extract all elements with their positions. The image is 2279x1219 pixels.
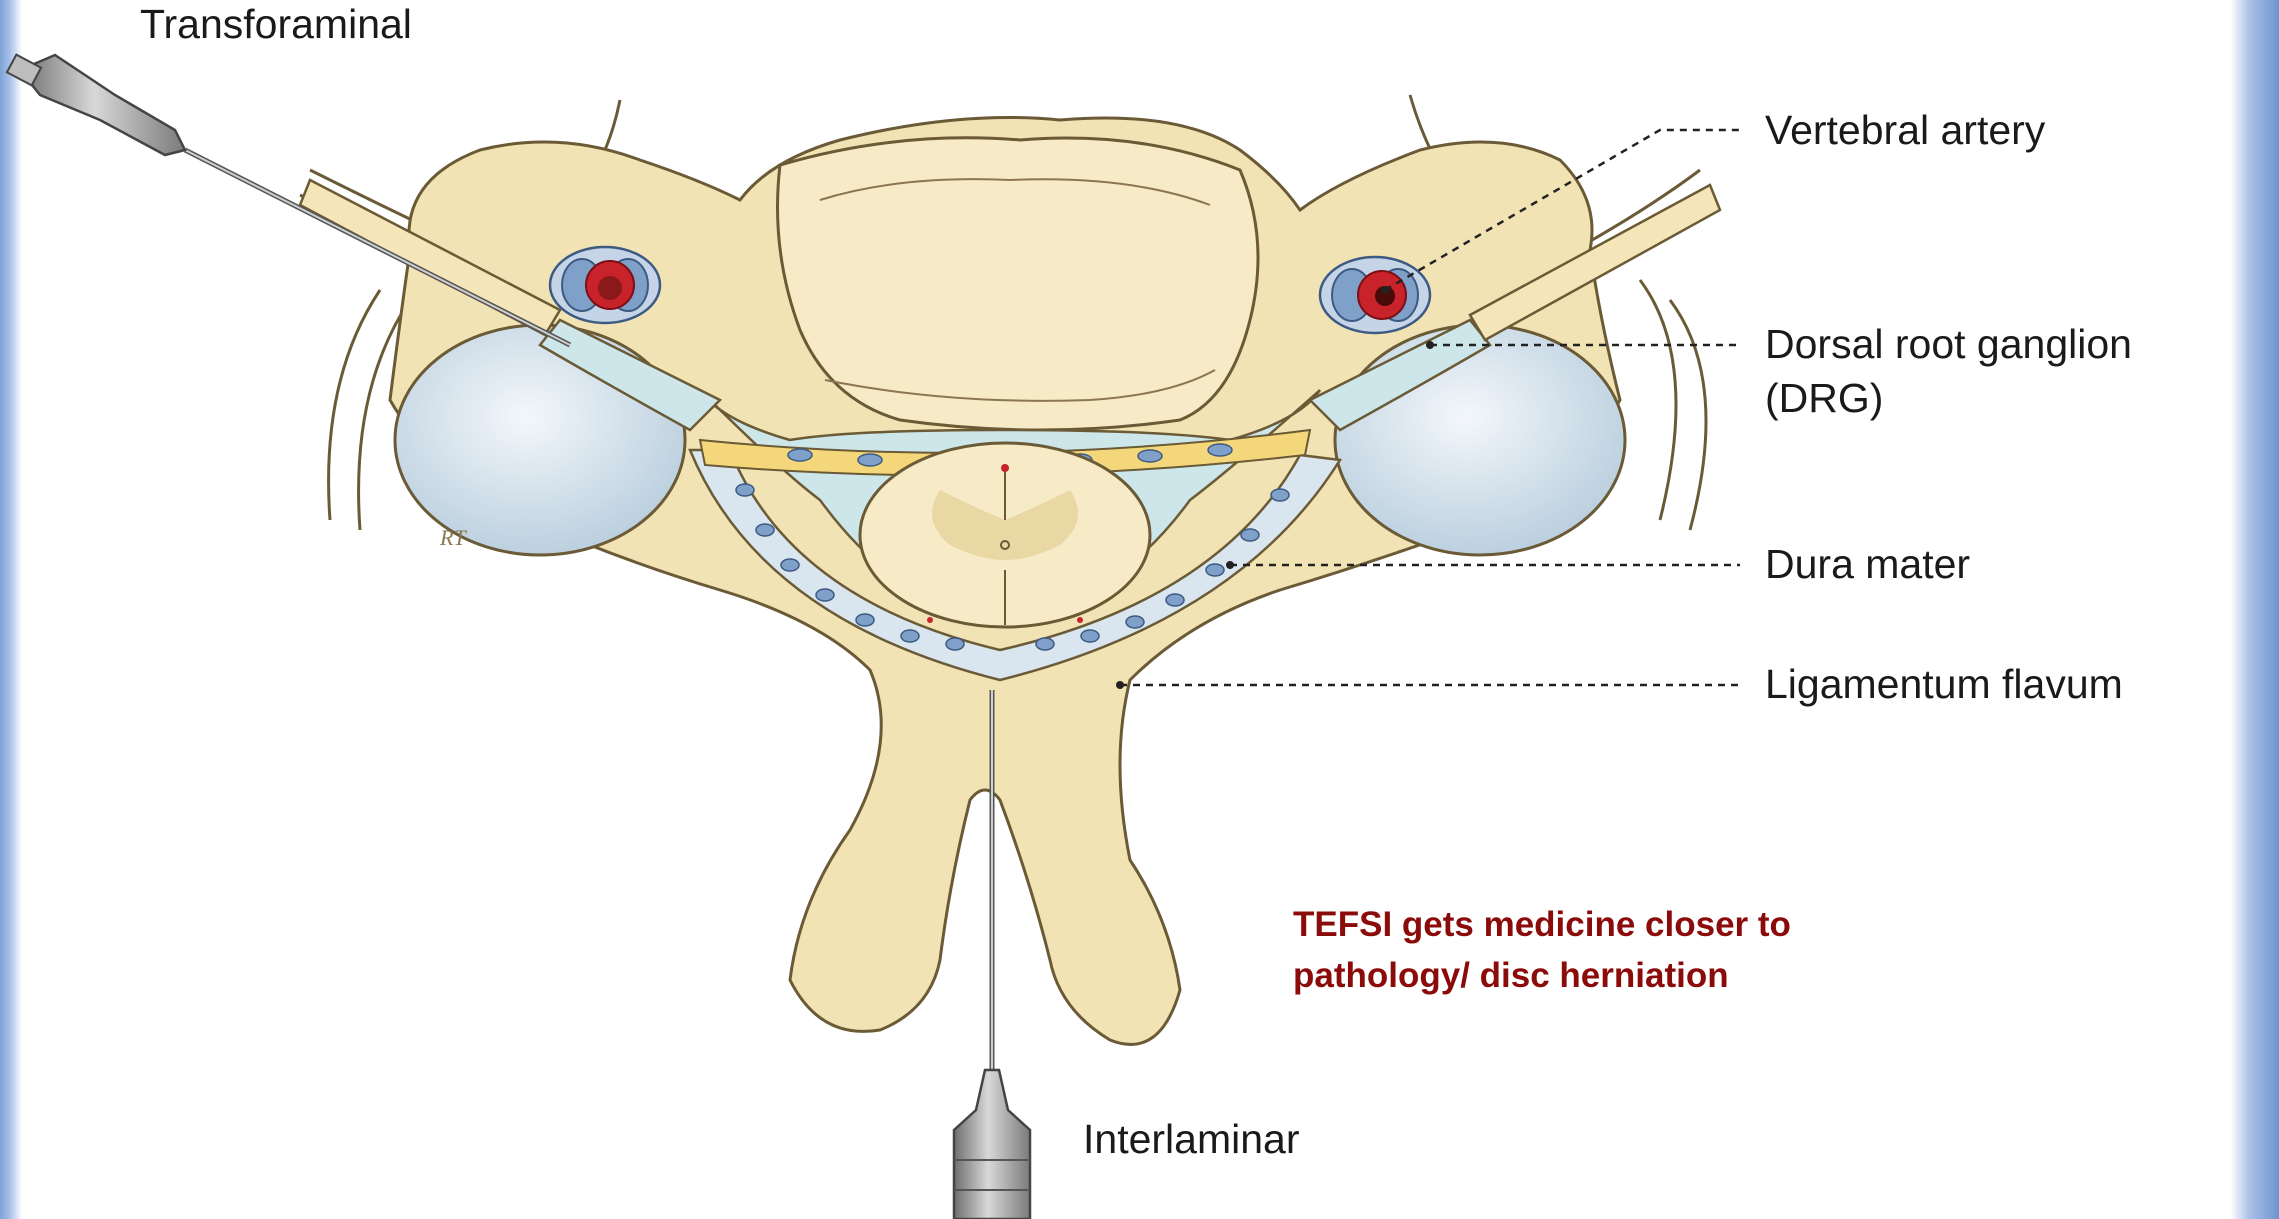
right-vertebral-artery [1320, 257, 1430, 333]
tefsi-note-line2: pathology/ disc herniation [1293, 951, 1791, 1002]
label-vertebral-artery: Vertebral artery [1765, 108, 2045, 153]
label-transforaminal: Transforaminal [140, 2, 412, 47]
tefsi-note-line1: TEFSI gets medicine closer to [1293, 900, 1791, 951]
left-vertebral-artery [550, 247, 660, 323]
label-interlaminar: Interlaminar [1083, 1117, 1299, 1162]
vertebral-body [778, 138, 1259, 430]
label-dura-mater: Dura mater [1765, 542, 1970, 587]
artist-initials: RT [439, 525, 467, 550]
label-drg-line1: Dorsal root ganglion [1765, 322, 2132, 367]
spinal-cord [860, 443, 1150, 627]
tefsi-note: TEFSI gets medicine closer to pathology/… [1293, 900, 1791, 1002]
right-facet-joint [1335, 325, 1625, 555]
label-ligamentum-flavum: Ligamentum flavum [1765, 662, 2123, 707]
label-drg-line2: (DRG) [1765, 376, 1883, 421]
